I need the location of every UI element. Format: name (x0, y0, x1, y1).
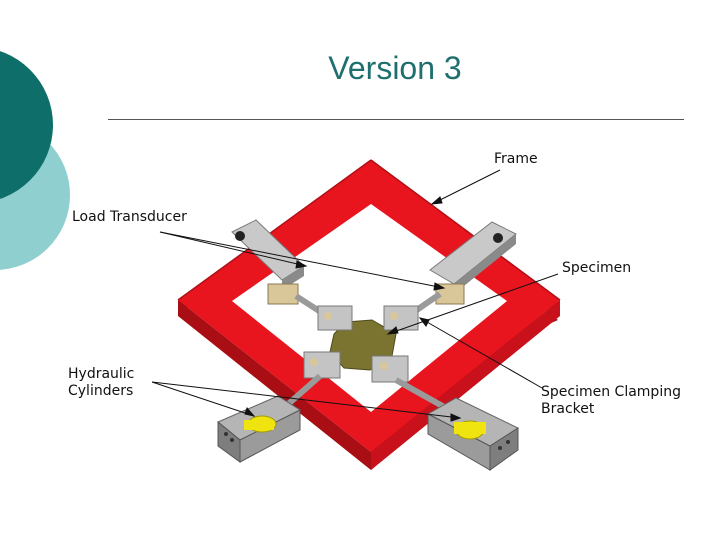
specimen-clamping-brackets (303, 305, 419, 383)
frame-inner-opening (232, 204, 507, 412)
callout-load-transducer-2 (159, 231, 445, 289)
label-load-transducer: Load Transducer (72, 209, 187, 225)
hydraulic-cylinder-left (217, 395, 302, 463)
label-hydraulic-cylinders: Hydraulic Cylinders (68, 366, 135, 399)
piston-rod-left (284, 373, 322, 409)
frame-bottom-face (178, 300, 371, 470)
callout-specimen (387, 273, 559, 335)
callout-clamping-bracket (419, 317, 543, 389)
callout-load-transducer-1 (159, 231, 307, 267)
frame-right-face (371, 300, 560, 470)
callout-lines (151, 169, 559, 422)
label-frame: Frame (494, 151, 538, 167)
callout-frame (431, 169, 501, 205)
label-specimen: Specimen (562, 260, 632, 276)
frame-edge (177, 159, 372, 301)
frame-edge (370, 159, 561, 301)
label-specimen-clamping-bracket: Specimen Clamping Bracket (541, 384, 681, 417)
title-underline (108, 119, 684, 120)
slide-title: Version 3 (328, 50, 462, 86)
callout-hydraulic-1 (151, 381, 255, 417)
hydraulic-cylinder-right (426, 397, 520, 471)
piston-rod-right (394, 377, 448, 411)
decorative-circle-dark (0, 51, 53, 199)
callout-hydraulic-2 (151, 381, 461, 419)
